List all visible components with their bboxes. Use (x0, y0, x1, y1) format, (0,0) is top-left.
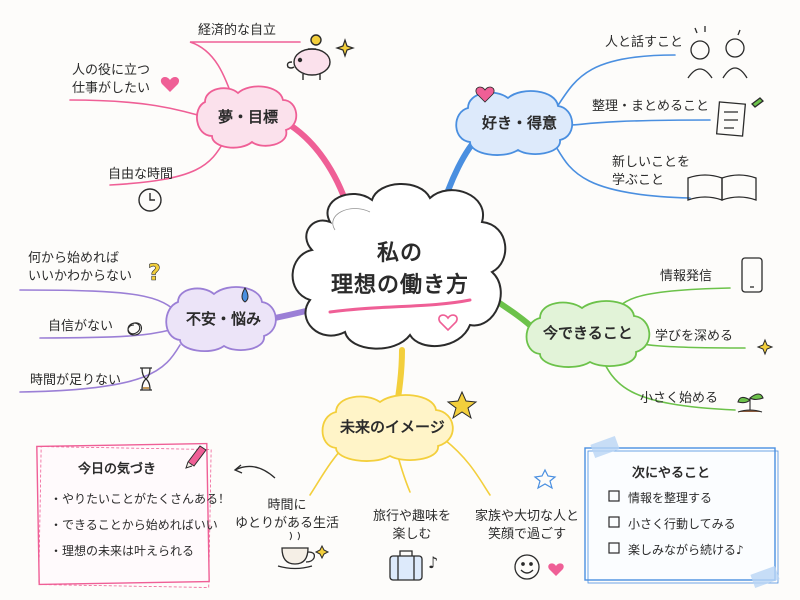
node-likes (455, 90, 574, 156)
item-likes-2: 整理・まとめること (592, 99, 710, 114)
smartphone-icon (741, 257, 763, 293)
note-today-item-3: ・理想の未来は叶えられる (50, 544, 195, 558)
item-cando-3: 小さく始める (640, 391, 719, 406)
item-likes-1: 人と話すこと (605, 35, 684, 50)
node-cando (525, 300, 651, 368)
sub-line-likes-2 (569, 119, 711, 126)
pencil-icon (187, 445, 207, 467)
question-mark-icon: ? (148, 261, 161, 287)
node-future (321, 394, 454, 462)
sub-line-likes-1 (554, 54, 676, 111)
tape-bottom (750, 565, 780, 589)
branch-line-future (395, 347, 405, 401)
item-likes-3: 新しいことを 学ぶこと (612, 155, 691, 188)
item-worries-1: 何から始めれば いいかわからない (28, 251, 133, 284)
item-dreams-3: 自由な時間 (108, 167, 174, 182)
item-future-3: 家族や大切な人と 笑顔で過ごす (475, 509, 580, 542)
note-today (36, 442, 212, 588)
note-next-item-1: 情報を整理する (628, 491, 713, 505)
coffee-cup-icon (277, 531, 316, 570)
star-icon (446, 390, 478, 420)
heart-icon-2 (475, 86, 495, 103)
item-cando-2: 学びを深める (655, 329, 734, 344)
note-today-item-2: ・できることから始めればいい (50, 518, 218, 532)
suitcase-icon (389, 550, 423, 581)
center-title: 私の 理想の働き方 (330, 241, 469, 298)
item-dreams-1: 経済的な自立 (198, 23, 277, 38)
checkbox-icon-2 (608, 516, 620, 528)
smiley-icon (514, 554, 540, 580)
note-today-title: 今日の気づき (78, 462, 157, 477)
node-worries (165, 286, 277, 353)
people-icon (687, 26, 748, 79)
piggy-bank-icon (286, 34, 331, 80)
sub-line-worries-2 (39, 329, 171, 339)
note-today-item-1: ・やりたいことがたくさんある！ (50, 492, 231, 506)
tape-top (590, 435, 620, 459)
sub-line-worries-1 (19, 289, 181, 316)
node-label-future: 未来のイメージ (340, 418, 445, 436)
center-cloud (291, 183, 507, 350)
item-future-1: 時間に ゆとりがある生活 (235, 498, 340, 531)
note-next-item-2: 小さく行動してみる (628, 517, 736, 531)
sparkle-icon-3 (314, 544, 330, 560)
item-future-2: 旅行や趣味を 楽しむ (373, 509, 452, 542)
svg-text:♪: ♪ (428, 553, 438, 572)
sub-line-worries-3 (19, 344, 181, 393)
heart-icon-1 (160, 77, 180, 92)
hourglass-icon (140, 367, 152, 391)
item-cando-1: 情報発信 (660, 269, 713, 284)
clock-icon (138, 188, 162, 212)
node-label-dreams: 夢・目標 (218, 108, 279, 126)
sub-line-dreams-2 (69, 99, 216, 121)
center-underline (328, 298, 472, 314)
node-label-cando: 今できること (543, 324, 633, 342)
sub-line-likes-3 (554, 144, 691, 199)
svg-text:?: ? (148, 261, 161, 286)
node-label-worries: 不安・悩み (186, 310, 262, 328)
item-worries-2: 自信がない (48, 319, 114, 334)
music-note-icon: ♪ (428, 553, 438, 572)
book-icon (687, 174, 757, 201)
note-next-title: 次にやること (632, 466, 711, 481)
note-next (584, 435, 780, 589)
heart-icon-3 (548, 563, 564, 576)
node-label-likes: 好き・得意 (482, 114, 558, 132)
center-heart-icon (438, 314, 458, 332)
scribble-icon (127, 322, 143, 336)
note-next-item-3: 楽しみながら続ける♪ (628, 543, 744, 557)
node-dreams (196, 85, 298, 149)
notebook-icon (715, 97, 764, 137)
checkbox-icon-3 (608, 542, 620, 554)
item-dreams-2: 人の役に立つ 仕事がしたい (72, 63, 151, 96)
item-worries-3: 時間が足りない (30, 373, 122, 388)
arrow-icon (233, 464, 276, 479)
waterdrop-icon (241, 287, 249, 303)
sparkle-icon-2 (756, 338, 774, 356)
outline-star-icon (533, 468, 557, 490)
checkbox-icon-1 (608, 490, 620, 502)
sub-line-future-3 (444, 439, 491, 496)
sub-line-dreams-3 (109, 139, 226, 186)
sparkle-icon-1 (335, 38, 355, 58)
sprout-icon (737, 393, 764, 413)
